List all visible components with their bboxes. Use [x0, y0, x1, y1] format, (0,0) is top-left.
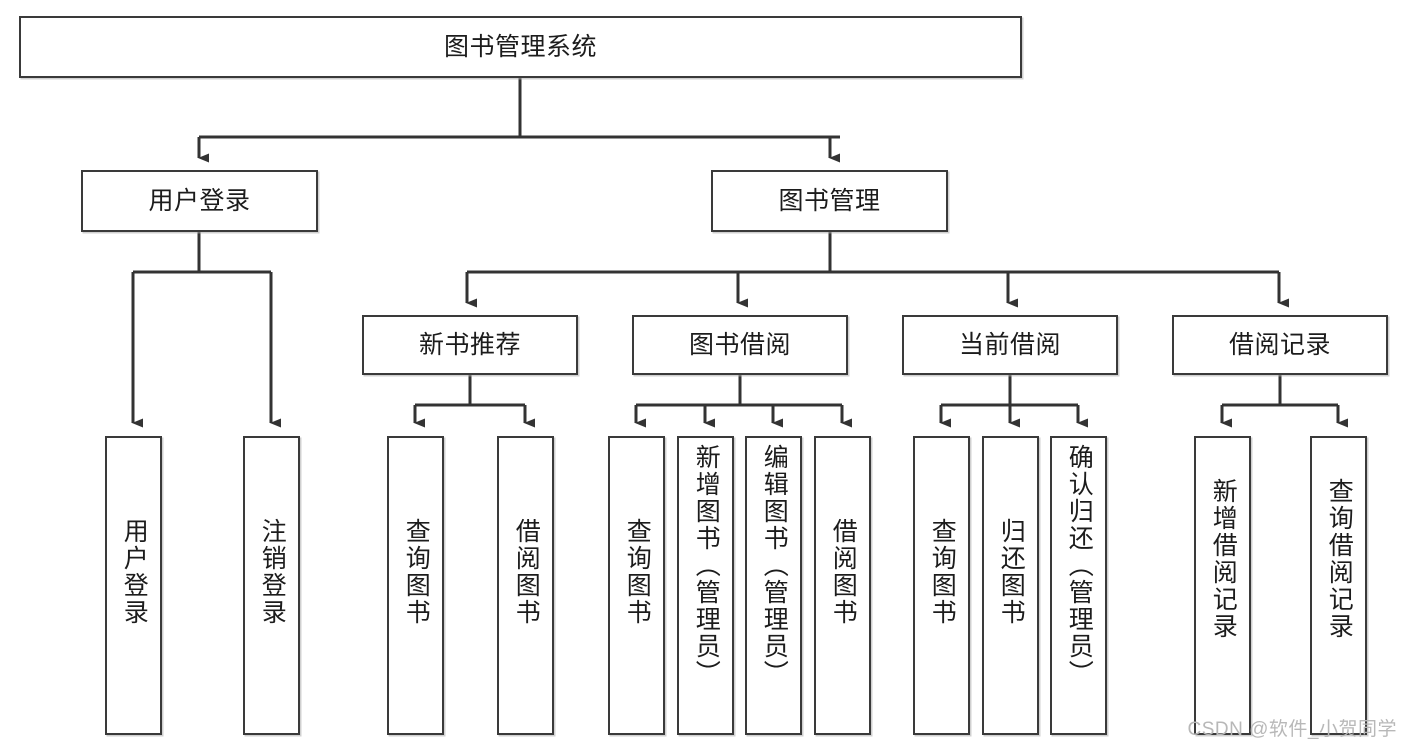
node-root-label: 图书管理系统: [443, 32, 597, 61]
node-user-login[interactable]: 用户登录: [81, 170, 318, 232]
node-leaf-borrow-add-book[interactable]: 新增图书（管理员）: [677, 436, 734, 735]
node-leaf-rec-borrow-book-label: 借阅图书: [512, 518, 541, 626]
node-borrow-record[interactable]: 借阅记录: [1172, 315, 1388, 375]
node-leaf-borrow-lend-book[interactable]: 借阅图书: [814, 436, 871, 735]
node-leaf-record-search[interactable]: 查询借阅记录: [1310, 436, 1367, 735]
node-borrow-record-label: 借阅记录: [1228, 330, 1331, 359]
node-new-book-recommend-label: 新书推荐: [418, 330, 521, 359]
node-leaf-borrow-edit-book[interactable]: 编辑图书（管理员）: [745, 436, 802, 735]
node-leaf-record-search-label: 查询借阅记录: [1325, 478, 1354, 640]
node-book-manage-label: 图书管理: [778, 186, 881, 215]
node-leaf-borrow-lend-book-label: 借阅图书: [829, 518, 858, 626]
node-leaf-cur-confirm-return-label: 确认归还（管理员）: [1065, 444, 1094, 687]
node-leaf-cur-query-book-label: 查询图书: [928, 518, 957, 626]
node-leaf-borrow-edit-book-label: 编辑图书（管理员）: [760, 444, 789, 687]
node-leaf-rec-borrow-book[interactable]: 借阅图书: [497, 436, 554, 735]
node-leaf-cur-return-book-label: 归还图书: [997, 518, 1026, 626]
node-leaf-user-login-label: 用户登录: [120, 518, 149, 626]
node-leaf-cur-return-book[interactable]: 归还图书: [982, 436, 1039, 735]
node-leaf-borrow-query-book-label: 查询图书: [623, 518, 652, 626]
node-user-login-label: 用户登录: [148, 186, 251, 215]
node-root[interactable]: 图书管理系统: [19, 16, 1022, 78]
node-leaf-borrow-query-book[interactable]: 查询图书: [608, 436, 665, 735]
node-book-borrow[interactable]: 图书借阅: [632, 315, 848, 375]
node-current-borrow[interactable]: 当前借阅: [902, 315, 1118, 375]
node-leaf-cur-query-book[interactable]: 查询图书: [913, 436, 970, 735]
node-leaf-record-add-label: 新增借阅记录: [1209, 478, 1238, 640]
node-leaf-user-logout[interactable]: 注销登录: [243, 436, 300, 735]
node-leaf-record-add[interactable]: 新增借阅记录: [1194, 436, 1251, 735]
node-current-borrow-label: 当前借阅: [958, 330, 1061, 359]
node-leaf-cur-confirm-return[interactable]: 确认归还（管理员）: [1050, 436, 1107, 735]
node-book-manage[interactable]: 图书管理: [711, 170, 948, 232]
node-leaf-rec-query-book[interactable]: 查询图书: [387, 436, 444, 735]
node-leaf-user-login[interactable]: 用户登录: [105, 436, 162, 735]
node-leaf-rec-query-book-label: 查询图书: [402, 518, 431, 626]
node-leaf-user-logout-label: 注销登录: [258, 518, 287, 626]
node-book-borrow-label: 图书借阅: [688, 330, 791, 359]
node-leaf-borrow-add-book-label: 新增图书（管理员）: [692, 444, 721, 687]
node-new-book-recommend[interactable]: 新书推荐: [362, 315, 578, 375]
